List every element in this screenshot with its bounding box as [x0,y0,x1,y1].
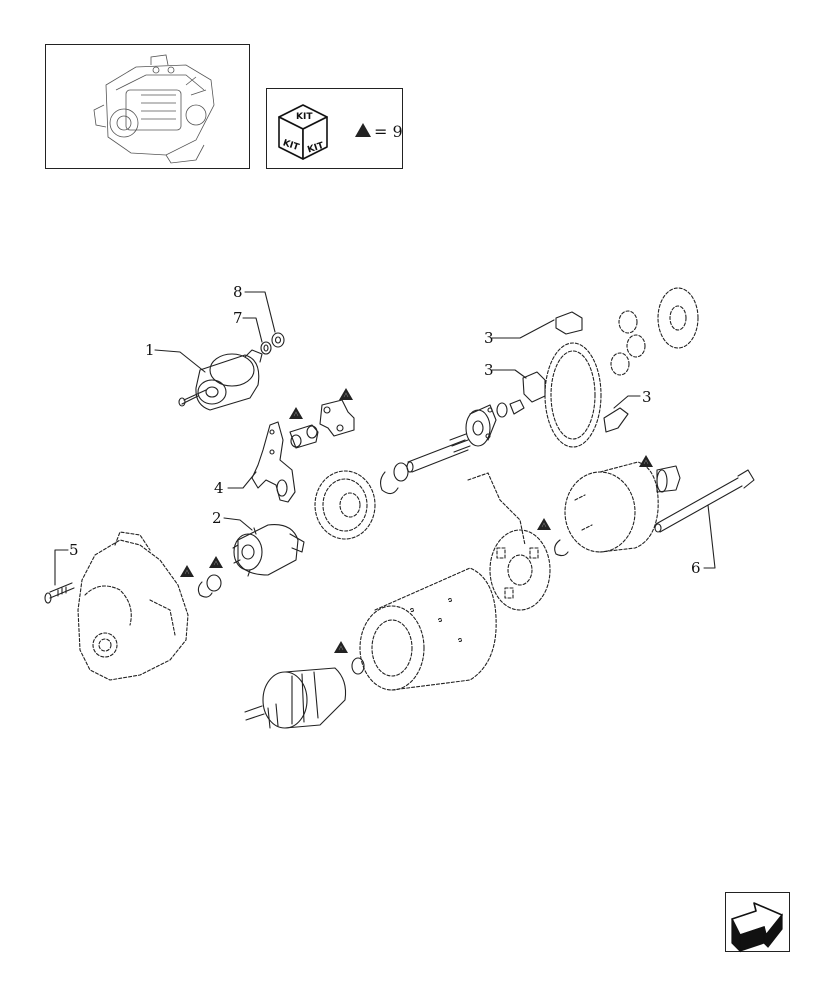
pivot-pin-part [289,424,319,449]
armature-washer-part [351,657,365,675]
triangle-kit-icon [179,387,654,654]
bracket-plate-part [319,399,355,437]
triangle-kit-icon [355,123,371,137]
kit-box-icon: KIT KIT KIT = 9 [278,104,403,160]
drive-housing-part [77,531,189,681]
callout-5: 5 [69,541,79,559]
next-page-button[interactable] [725,892,790,953]
snap-ring-part [197,581,213,598]
callout-1: 1 [145,341,155,359]
mid-snap-ring-part [379,471,399,495]
kit-legend: KIT KIT KIT = 9 [266,88,403,169]
planet-gears-part [610,310,646,376]
next-page-arrow-icon [731,902,783,953]
through-bolt-part [654,469,755,533]
callout-2: 2 [212,509,222,527]
callout-3a: 3 [484,329,494,347]
bolt-part [44,582,75,604]
collar-ring-part [206,574,222,592]
output-shaft-part [406,404,497,473]
ring-gear-part [314,470,376,540]
drive-pinion-part [232,524,305,577]
washer-part-7 [260,341,272,355]
washer-part-8 [271,332,285,348]
field-frame-part [359,567,497,691]
brush-part-c [603,407,629,433]
mid-washer-part [393,462,409,482]
brush-snap-ring-part [554,539,569,557]
rear-bushing-part [656,465,681,493]
shift-lever-part [251,421,296,503]
brush-part-a [555,311,583,335]
armature-part [244,667,347,729]
end-plate-gear-part [657,287,699,349]
engine-thumbnail [45,44,250,169]
brush-holder-part [467,472,551,611]
solenoid-part [178,349,263,411]
callout-4: 4 [214,479,224,497]
engine-icon [93,54,215,164]
kit-equals-text: = 9 [374,122,403,141]
planet-ring-part [544,342,602,448]
kit-label-top: KIT [296,112,313,122]
shaft-bushing-part [509,399,525,415]
rear-cover-part [564,461,659,553]
callout-6: 6 [691,559,701,577]
shaft-washer-part [496,402,508,418]
callout-7: 7 [233,309,243,327]
callout-8: 8 [233,283,243,301]
callout-3b: 3 [484,361,494,379]
brush-part-b [522,371,546,403]
callout-3c: 3 [642,388,652,406]
